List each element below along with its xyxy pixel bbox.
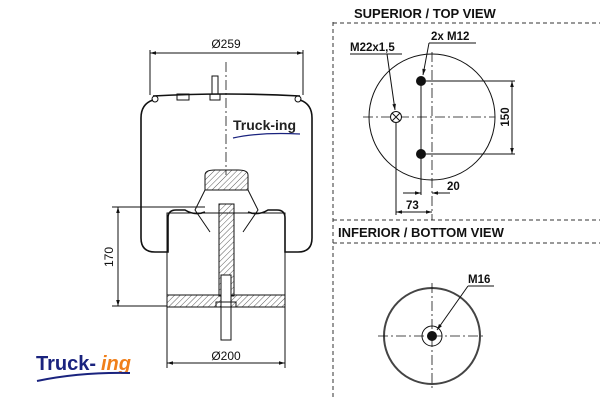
air-inlet-label: M22x1,5 [350,42,395,54]
top-view-title: SUPERIOR / TOP VIEW [354,6,497,21]
bottom-diameter-label: Ø200 [211,349,241,363]
watermark: Truck-ing [233,117,296,133]
stud-hole [427,331,437,341]
bottom-view-title: INFERIOR / BOTTOM VIEW [338,225,505,240]
top-plate [152,93,301,97]
bolts-label: 2x M12 [431,31,469,43]
height-label: 170 [102,247,116,267]
bolt-offset-label: 20 [447,181,460,193]
svg-text:ing: ing [101,353,131,375]
top-diameter-label: Ø259 [211,37,241,51]
bolt-spacing-label: 150 [500,107,512,126]
top-view: SUPERIOR / TOP VIEW M22x1,5 2x M12 150 2… [350,6,515,220]
bolt-hole [416,149,426,159]
svg-text:Truck-: Truck- [36,353,96,375]
side-view: Ø259 Truck-ing 170 Ø200 [102,37,313,368]
stud-label: M16 [468,274,490,286]
truck-ing-logo: Truck- ing [36,353,131,382]
bottom-view: INFERIOR / BOTTOM VIEW M16 [338,225,505,390]
bumper [204,169,249,191]
inlet-offset-label: 73 [406,200,419,212]
top-bolt [211,75,219,95]
bolt-hole [416,76,426,86]
